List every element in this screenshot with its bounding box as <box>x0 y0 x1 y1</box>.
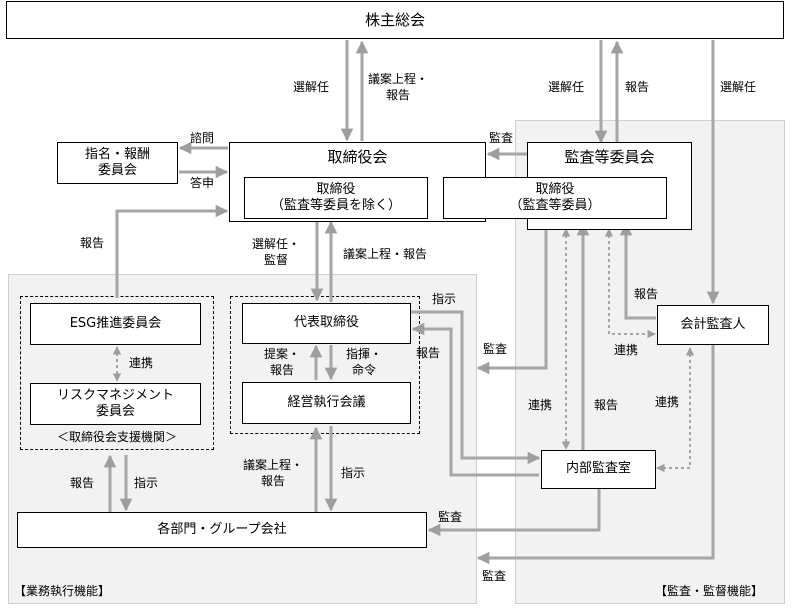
arrow-audit-ceo <box>476 221 548 375</box>
accounting-auditor-box: 会計監査人 <box>657 305 769 345</box>
executive-group <box>230 296 420 434</box>
exec-meeting-box: 経営執行会議 <box>242 382 411 424</box>
departments-box: 各部門・グループ会社 <box>17 512 427 548</box>
ceo-box: 代表取締役 <box>242 303 411 344</box>
risk-committee-line1: リスクマネジメント <box>56 387 174 403</box>
label-elect-supervise: 選解任・ 監督 <box>252 237 300 268</box>
nomination-line1: 指名・報酬 <box>84 146 150 162</box>
business-function-caption: 【業務執行機能】 <box>14 584 111 598</box>
label-instruct-depts: 指示 <box>134 476 159 490</box>
label-instruct-ceo: 指示 <box>432 292 457 306</box>
esg-committee-box: ESG推進委員会 <box>30 303 201 345</box>
departments-label: 各部門・グループ会社 <box>157 521 287 537</box>
label-report-depts: 報告 <box>70 476 95 490</box>
label-propose-report: 提案・ 報告 <box>264 347 300 378</box>
internal-audit-label: 内部監査室 <box>565 461 631 477</box>
risk-committee-box: リスクマネジメント 委員会 <box>30 383 201 425</box>
esg-committee-label: ESG推進委員会 <box>69 315 162 331</box>
label-propose-report-line1: 提案・ <box>264 347 301 361</box>
exec-meeting-label: 経営執行会議 <box>287 394 366 410</box>
label-elect-audit: 選解任 <box>548 80 585 94</box>
label-proposal-board: 議案上程・ 報告 <box>368 72 428 103</box>
nomination-line2: 委員会 <box>97 163 137 178</box>
label-answer: 答申 <box>190 176 215 190</box>
label-audit-depts-committee: 監査 <box>482 569 507 583</box>
label-coop-internal-auditor: 連携 <box>655 395 680 409</box>
arrow-audit-depts-internal <box>427 489 601 537</box>
label-elect-board: 選解任 <box>293 80 330 94</box>
arrow-coop-internal-auditor <box>656 347 695 473</box>
label-elect-auditor: 選解任 <box>720 80 757 94</box>
label-proposal-depts-line1: 議案上程・ <box>243 458 304 472</box>
label-coop-esg: 連携 <box>129 356 154 370</box>
label-proposal-report-ceo: 議案上程・報告 <box>343 247 428 261</box>
ceo-label: 代表取締役 <box>293 315 359 331</box>
label-proposal-depts-line2: 報告 <box>261 473 286 488</box>
label-consult: 諮問 <box>190 131 215 145</box>
directors-audit-line2: （監査等委員） <box>509 198 601 213</box>
label-direct-order-line1: 指揮・ <box>346 347 383 361</box>
arrow-audit-depts-committee <box>476 343 715 565</box>
arrow-coop-auditor <box>604 228 656 339</box>
label-proposal-board-line1: 議案上程・ <box>368 72 429 86</box>
label-coop-internal: 連携 <box>528 398 553 412</box>
label-report-internal: 報告 <box>594 398 619 412</box>
risk-committee-line2: 委員会 <box>95 404 135 419</box>
label-report-esg: 報告 <box>80 236 105 250</box>
label-direct-order-line2: 命令 <box>352 362 377 377</box>
label-elect-supervise-line1: 選解任・ <box>252 237 301 251</box>
label-direct-order: 指揮・ 命令 <box>346 347 382 378</box>
arrow-instruct-internal <box>411 310 541 465</box>
shareholders-meeting-box: 株主総会 <box>6 1 784 39</box>
support-caption: ＜取締役会支援機関＞ <box>56 430 177 444</box>
directors-audit-line1: 取締役 <box>535 181 575 197</box>
supervision-function-caption: 【監査・監督機能】 <box>655 584 764 598</box>
internal-audit-box: 内部監査室 <box>541 450 656 489</box>
label-report-audit: 報告 <box>625 80 650 94</box>
nomination-compensation-box: 指名・報酬 委員会 <box>57 142 178 184</box>
directors-audit-box: 取締役 （監査等委員） <box>443 177 667 219</box>
directors-excluding-audit-line2: （監査等委員を除く） <box>270 198 401 213</box>
board-of-directors-label: 取締役会 <box>327 148 388 166</box>
label-audit-ceo: 監査 <box>483 342 508 356</box>
label-proposal-board-line2: 報告 <box>386 87 411 102</box>
label-coop-auditor: 連携 <box>614 343 639 357</box>
arrow-report-esg <box>115 204 229 298</box>
directors-excluding-audit-box: 取締役 （監査等委員を除く） <box>244 177 428 219</box>
arrow-report-ceo <box>411 322 539 477</box>
accounting-auditor-label: 会計監査人 <box>680 316 746 332</box>
arrow-report-auditor <box>619 222 656 320</box>
label-instruct-depts-ceo: 指示 <box>341 466 366 480</box>
audit-committee-label: 監査等委員会 <box>564 148 655 166</box>
label-elect-supervise-line2: 監督 <box>264 252 289 267</box>
label-report-auditor: 報告 <box>634 287 659 301</box>
label-audit-board: 監査 <box>489 131 514 145</box>
directors-excluding-audit-line1: 取締役 <box>316 181 356 197</box>
label-propose-report-line2: 報告 <box>270 362 295 377</box>
label-report-ceo: 報告 <box>416 346 441 360</box>
label-audit-depts-internal: 監査 <box>438 510 463 524</box>
shareholders-meeting-label: 株主総会 <box>364 10 425 29</box>
label-proposal-depts: 議案上程・ 報告 <box>243 458 303 489</box>
